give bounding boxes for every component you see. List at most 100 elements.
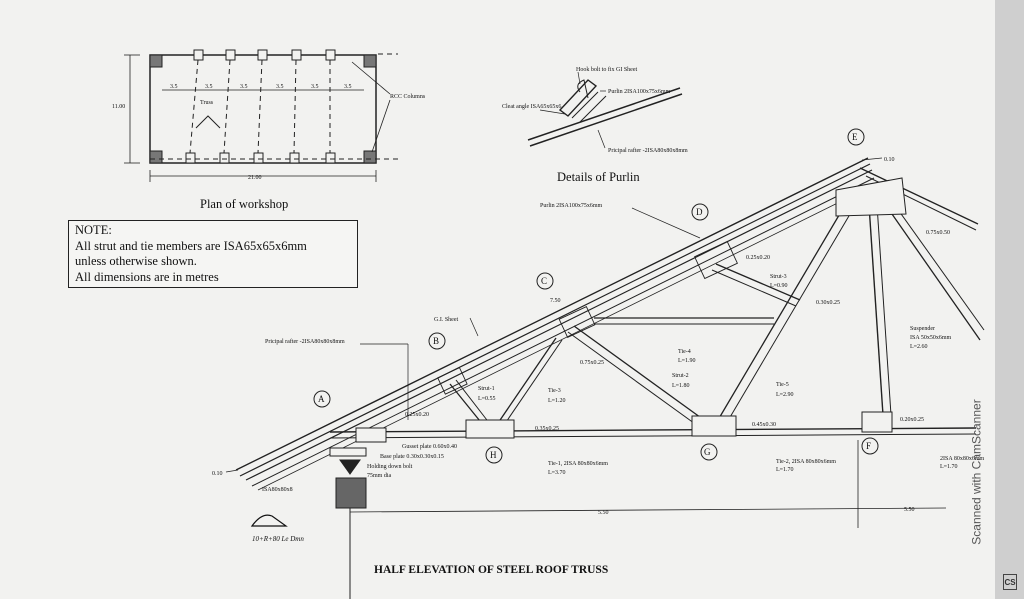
gusset-plate-c xyxy=(558,305,596,339)
plan-of-workshop xyxy=(124,49,398,182)
plan-outline xyxy=(149,54,377,164)
plan-spacing-3: 3.5 xyxy=(240,84,248,90)
gusset-075-050: 0.75x0.50 xyxy=(926,230,950,236)
strut1-label: Strut-1 xyxy=(478,386,495,392)
gusset-callout: Gusset plate 0.60x0.40 xyxy=(402,444,457,450)
hook-bolt xyxy=(577,79,589,99)
column-corner-tr xyxy=(363,54,377,68)
suspender-label-3: L=2.60 xyxy=(910,344,928,350)
span-dim-line xyxy=(349,507,947,513)
note-box: NOTE: All strut and tie members are ISA6… xyxy=(68,220,358,288)
plan-height-label: 11.00 xyxy=(112,104,125,110)
principal-rafter xyxy=(235,157,869,471)
strut-2 xyxy=(573,325,705,421)
rafter-callout: Pricipal rafter -2ISA80x80x8mm xyxy=(265,338,345,345)
bolt-callout-1: Holding down bolt xyxy=(367,464,413,470)
gusset-035-025: 0.35x0.25 xyxy=(535,426,559,432)
strut3-label: Strut-3 xyxy=(770,274,787,280)
gusset-025-020: 0.25x0.20 xyxy=(405,412,429,418)
tie-right-length: L=1.70 xyxy=(940,464,958,470)
tie4-length: L=1.90 xyxy=(678,358,696,364)
gusset-025-020b: 0.25x0.20 xyxy=(746,255,770,261)
node-a: A xyxy=(313,390,331,408)
node-f: F xyxy=(861,437,879,455)
strut-3 xyxy=(715,263,801,301)
tie5-length: L=2.90 xyxy=(776,392,794,398)
suspender-label-1: Suspender xyxy=(910,326,935,332)
plan-bottom-columns xyxy=(185,152,336,164)
plan-truss-symbol xyxy=(195,115,221,129)
gusset-plate-f xyxy=(861,411,893,433)
cs-logo-icon: CS xyxy=(1003,574,1017,590)
purlin-callout: Purlin 2ISA100x75x6mm xyxy=(540,203,603,209)
base-plate xyxy=(329,447,367,457)
strut1-length: L=0.55 xyxy=(478,396,496,402)
top-gap: 0.10 xyxy=(884,157,895,163)
watermark-text: Scanned with CamScanner xyxy=(969,399,984,545)
tie3-label: Tie-3 xyxy=(548,388,561,394)
tie1-label: Tie-1, 2ISA 80x80x6mm xyxy=(548,461,608,467)
svg-text:G: G xyxy=(704,447,711,457)
strut2-length: L=1.80 xyxy=(672,383,690,389)
gusset-020-025: 0.20x0.25 xyxy=(900,417,924,423)
note-line-3: All dimensions are in metres xyxy=(75,269,219,284)
tie1-length: L=3.70 xyxy=(548,470,566,476)
purlin-texts: Hook bolt to fix GI Sheet Purlin 2ISA100… xyxy=(502,66,688,184)
tie2-length: L=1.70 xyxy=(776,467,794,473)
svg-text:F: F xyxy=(866,441,871,451)
tie5-label: Tie-5 xyxy=(776,382,789,388)
rafter-length: 7.50 xyxy=(550,298,561,304)
gusset-045-030: 0.45x0.30 xyxy=(752,422,776,428)
gi-sheet-callout: G.I. Sheet xyxy=(434,317,458,323)
purlin-detail xyxy=(527,71,683,149)
gusset-075-025: 0.75x0.25 xyxy=(580,360,604,366)
gusset-plate-e xyxy=(835,177,907,217)
tie2-label: Tie-2, 2ISA 80x80x6mm xyxy=(776,459,836,465)
plan-spacing-6: 3.5 xyxy=(344,84,352,90)
plan-title: Plan of workshop xyxy=(200,197,288,211)
plan-spacing-2: 3.5 xyxy=(205,84,213,90)
plan-truss-label: Truss xyxy=(200,100,214,106)
strut3-length: L=0.90 xyxy=(770,283,788,289)
drawing-sheet xyxy=(0,0,995,599)
bolt-callout-2: 75mm dia xyxy=(367,473,392,479)
tie-5 xyxy=(717,199,849,421)
purlin-hook-label: Hook bolt to fix GI Sheet xyxy=(576,66,637,73)
gusset-plate-h xyxy=(465,419,515,439)
span-right-label: 5.50 xyxy=(904,507,915,513)
drawing-canvas: 3.5 3.5 3.5 3.5 3.5 3.5 Truss 21.00 11.0… xyxy=(112,49,985,599)
truss-title: HALF ELEVATION OF STEEL ROOF TRUSS xyxy=(374,564,608,576)
tie-right-label: 2ISA 80x80x6mm xyxy=(940,456,985,462)
gusset-plate-g xyxy=(691,415,737,437)
svg-text:10+R+80 Le Dmn: 10+R+80 Le Dmn xyxy=(252,535,304,543)
suspender xyxy=(867,189,885,431)
handwritten-note: 10+R+80 Le Dmn xyxy=(250,514,304,543)
gusset-plate-d xyxy=(694,240,738,280)
purlin-title: Details of Purlin xyxy=(557,170,640,184)
column-corner-tl xyxy=(149,54,163,68)
purlin-cleat-label: Cleat angle ISA65x65x6 xyxy=(502,104,561,110)
svg-text:C: C xyxy=(541,276,547,286)
strut2-label: Strut-2 xyxy=(672,373,689,379)
node-h: H xyxy=(485,446,503,464)
truss-labels: Purlin 2ISA100x75x6mm G.I. Sheet Pricipa… xyxy=(212,157,985,576)
gusset-plate-b xyxy=(437,367,468,395)
scanner-watermark: Scanned with CamScanner xyxy=(970,360,1024,599)
truss-elevation xyxy=(225,157,985,599)
note-heading: NOTE: xyxy=(75,223,112,237)
rcc-column xyxy=(335,477,367,509)
node-b: B xyxy=(428,332,446,350)
svg-text:E: E xyxy=(852,132,858,142)
svg-text:D: D xyxy=(696,207,703,217)
suspender-label-2: ISA 50x50x6mm xyxy=(910,335,952,341)
note-line-1: All strut and tie members are ISA65x65x6… xyxy=(75,238,307,253)
tie3-length: L=1.20 xyxy=(548,398,566,404)
column-corner-bl xyxy=(149,150,163,164)
left-gap: 0.10 xyxy=(212,471,223,477)
span-left-label: 5.50 xyxy=(598,510,609,516)
strut-1 xyxy=(449,383,485,427)
holding-bolt xyxy=(339,459,361,475)
node-g: G xyxy=(700,443,718,461)
base-plate-callout: Base plate 0.30x0.30x0.15 xyxy=(380,454,444,460)
note-line-2: unless otherwise shown. xyxy=(75,254,197,268)
